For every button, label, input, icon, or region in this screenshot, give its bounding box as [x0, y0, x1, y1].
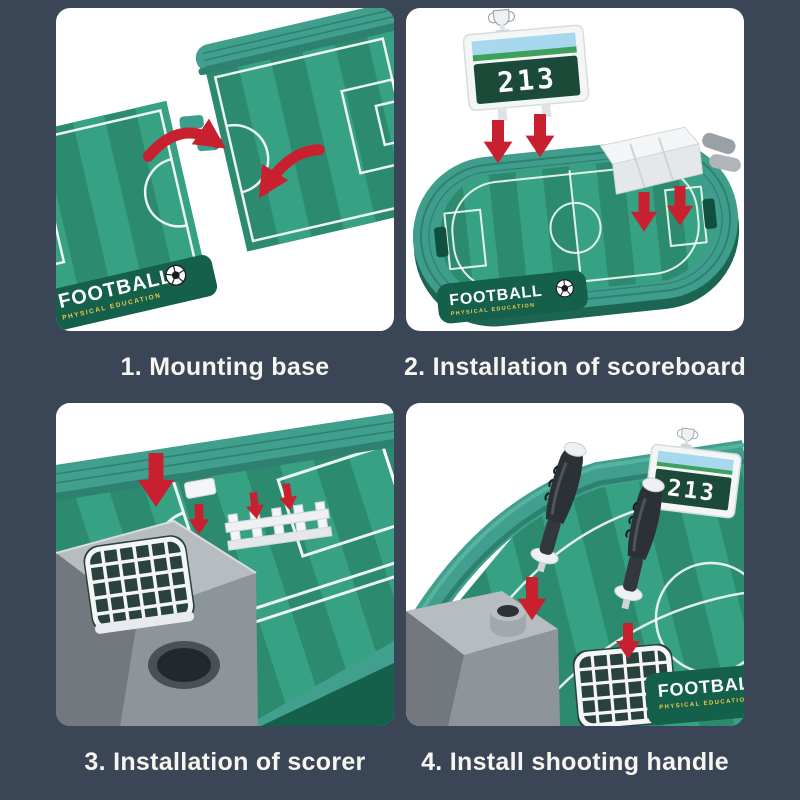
step-1-caption: 1. Mounting base	[120, 352, 330, 381]
step-3-caption: 3. Installation of scorer	[84, 747, 366, 776]
step-4-illustration: 213	[406, 426, 744, 726]
ball-catcher	[599, 126, 704, 195]
curved-arrow-icon	[142, 118, 226, 162]
scorer-bracket	[183, 477, 217, 499]
logo-band	[436, 270, 588, 324]
panel-background	[56, 403, 394, 465]
step-4-caption: 4. Install shooting handle	[421, 747, 729, 776]
step-3: 3. Installation of scorer	[56, 403, 394, 798]
stadium-base: FOOTBALL PHYSICAL EDUCATION	[412, 139, 740, 327]
field	[434, 152, 717, 304]
step-1-panel: FOOTBALL PHYSICAL EDUCATION	[56, 8, 394, 331]
clamp-parts	[702, 132, 741, 172]
curved-arrow-icon	[258, 144, 325, 199]
shooting-handle	[614, 477, 665, 610]
field-half-right	[195, 8, 394, 252]
step-4: 213	[406, 403, 744, 798]
scorer-frame	[224, 482, 333, 551]
step-4-panel: 213	[406, 403, 744, 726]
football-logo: FOOTBALL PHYSICAL EDUCATION	[436, 270, 588, 324]
scoreboard-screen	[473, 55, 581, 104]
step-2-illustration: FOOTBALL PHYSICAL EDUCATION	[412, 8, 741, 327]
scoreboard: 213	[644, 426, 742, 519]
score-display: 213	[666, 475, 718, 507]
handle-base	[406, 591, 560, 726]
logo-band	[261, 663, 394, 726]
trophy-icon	[675, 426, 700, 450]
goal-basket	[83, 535, 195, 634]
stadium-wall	[195, 8, 394, 76]
step-2-caption: 2. Installation of scoreboard	[403, 352, 747, 381]
goal-slot	[702, 198, 718, 230]
step-3-illustration	[56, 403, 394, 726]
step-2-panel: FOOTBALL PHYSICAL EDUCATION	[406, 8, 744, 331]
stadium-wall	[56, 413, 394, 501]
scoreboard-screen	[652, 468, 732, 511]
scoreboard: 213	[462, 8, 590, 122]
goal-slot	[434, 226, 449, 258]
step-2: FOOTBALL PHYSICAL EDUCATION	[403, 8, 747, 403]
step-1-illustration: FOOTBALL PHYSICAL EDUCATION	[56, 8, 394, 331]
score-display: 213	[496, 61, 558, 99]
football-logo: FOOTBALL PHYSICAL EDUCATION	[645, 660, 744, 726]
shooting-handle	[530, 441, 587, 573]
logo-band	[645, 660, 744, 726]
stadium-wall	[246, 641, 394, 726]
step-1: FOOTBALL PHYSICAL EDUCATION 1. Mounting …	[56, 8, 394, 403]
step-3-panel	[56, 403, 394, 726]
